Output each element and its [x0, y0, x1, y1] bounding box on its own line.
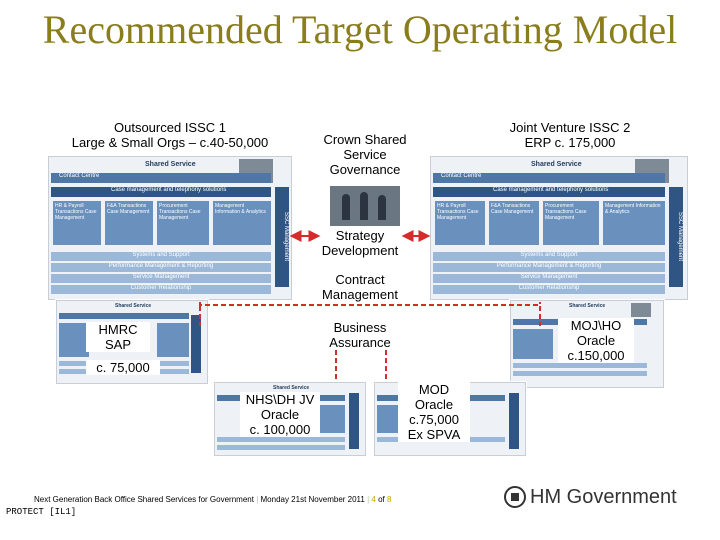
- footer-total: 8: [387, 495, 391, 504]
- dashed-horizontal: [200, 302, 540, 305]
- footer-sep2: |: [367, 495, 369, 504]
- royal-crest-icon: [502, 484, 528, 510]
- footer-sep1: |: [256, 495, 258, 504]
- protect-marking: PROTECT [IL1]: [6, 507, 76, 517]
- footer-line: Next Generation Back Office Shared Servi…: [34, 495, 391, 504]
- footer-text: Next Generation Back Office Shared Servi…: [34, 495, 254, 504]
- hm-government-logo-text: HM Government: [530, 486, 677, 509]
- footer-of: of: [378, 495, 385, 504]
- footer-page: 4: [371, 495, 375, 504]
- footer-date: Monday 21st November 2011: [261, 495, 365, 504]
